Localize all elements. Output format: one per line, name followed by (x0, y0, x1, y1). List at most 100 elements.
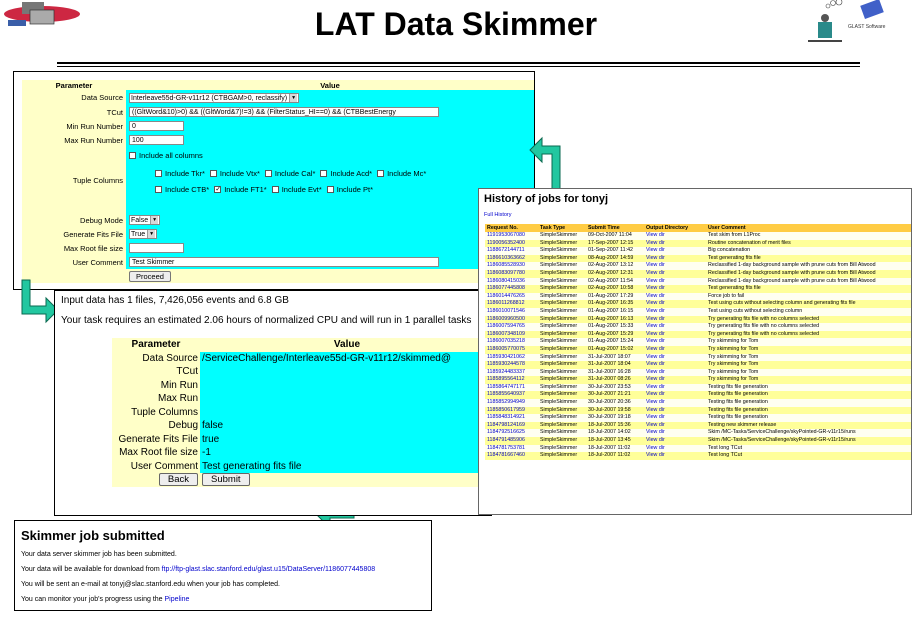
request-no-link[interactable]: 1185930421062 (485, 353, 538, 362)
request-no-link[interactable]: 1186083097780 (485, 269, 538, 278)
request-no-link[interactable]: 1185850617959 (485, 406, 538, 415)
tuple-row-2: Include CTB* ✓Include FT1* Include Evt* … (129, 183, 531, 195)
request-no-link[interactable]: 1184798124169 (485, 421, 538, 430)
col-output-directory[interactable]: Output Directory (644, 224, 706, 232)
submit-button[interactable]: Submit (202, 473, 250, 487)
request-no-link[interactable]: 1184792516625 (485, 429, 538, 438)
proceed-button[interactable]: Proceed (129, 270, 171, 282)
include-ft1-checkbox[interactable]: ✓ (214, 186, 222, 194)
request-no-link[interactable]: 1185924483337 (485, 368, 538, 377)
view-dir-link[interactable]: View dir (644, 338, 706, 346)
col-user-comment[interactable]: User Comment (706, 224, 911, 232)
request-no-link[interactable]: 1186010071546 (485, 307, 538, 316)
full-history-link[interactable]: Full History (484, 212, 512, 218)
request-no-link[interactable]: 1186014476265 (485, 292, 538, 301)
col-submit-time[interactable]: Submit Time (586, 224, 644, 232)
request-no-link[interactable]: 1184781667460 (485, 452, 538, 460)
request-no-link[interactable]: 1186610363662 (485, 254, 538, 263)
generate-fits-select[interactable]: True▼ (129, 229, 158, 239)
col-request-no[interactable]: Request No. (485, 224, 538, 232)
view-dir-link[interactable]: View dir (644, 232, 706, 240)
view-dir-link[interactable]: View dir (644, 307, 706, 316)
include-acd-checkbox[interactable] (320, 170, 328, 178)
request-no-link[interactable]: 1186009960500 (485, 315, 538, 324)
view-dir-link[interactable]: View dir (644, 444, 706, 453)
request-no-link[interactable]: 1188672144711 (485, 247, 538, 255)
view-dir-link[interactable]: View dir (644, 414, 706, 422)
view-dir-link[interactable]: View dir (644, 345, 706, 354)
include-mc-checkbox[interactable] (377, 170, 385, 178)
request-no-link[interactable]: 1186011268812 (485, 300, 538, 308)
request-no-link[interactable]: 1185852994949 (485, 399, 538, 407)
include-tkr-checkbox[interactable] (155, 170, 162, 178)
min-run-input[interactable]: 0 (129, 121, 184, 131)
request-no-link[interactable]: 1186007035218 (485, 338, 538, 346)
view-dir-link[interactable]: View dir (644, 300, 706, 308)
tcut-input[interactable]: ((GltWord&10)>0) && ((GltWord&7)!=3) && … (129, 107, 439, 117)
back-button[interactable]: Back (158, 473, 198, 487)
view-dir-link[interactable]: View dir (644, 391, 706, 400)
request-no-link[interactable]: 1185895564112 (485, 376, 538, 384)
view-dir-link[interactable]: View dir (644, 285, 706, 293)
view-dir-link[interactable]: View dir (644, 368, 706, 377)
request-no-link[interactable]: 1184791485906 (485, 437, 538, 445)
view-dir-link[interactable]: View dir (644, 315, 706, 324)
view-dir-link[interactable]: View dir (644, 254, 706, 263)
view-dir-link[interactable]: View dir (644, 239, 706, 248)
max-run-input[interactable]: 100 (129, 135, 184, 145)
include-cal-checkbox[interactable] (264, 170, 272, 178)
skimmer-form-panel: Parameter Value Data Source Interleave55… (13, 71, 535, 290)
pipeline-link[interactable]: Pipeline (164, 596, 190, 603)
title-rule-thin (57, 66, 860, 67)
max-root-size-input[interactable] (129, 243, 184, 253)
view-dir-link[interactable]: View dir (644, 353, 706, 362)
request-no-link[interactable]: 1185864747171 (485, 383, 538, 392)
request-no-link[interactable]: 1191953067080 (485, 232, 538, 240)
request-no-link[interactable]: 1186007348109 (485, 330, 538, 339)
download-link[interactable]: ftp://ftp-glast.slac.stanford.edu/glast.… (161, 566, 376, 573)
request-no-link[interactable]: 1185930244578 (485, 361, 538, 369)
view-dir-link[interactable]: View dir (644, 421, 706, 430)
user-comment-input[interactable]: Test Skimmer (129, 257, 439, 267)
request-no-link[interactable]: 1190056352400 (485, 239, 538, 248)
user-comment-cell: Big concatenation (706, 247, 911, 255)
view-dir-link[interactable]: View dir (644, 361, 706, 369)
view-dir-link[interactable]: View dir (644, 262, 706, 270)
request-no-link[interactable]: 1186077445808 (485, 285, 538, 293)
include-ctb-checkbox[interactable] (155, 186, 162, 194)
submit-time-cell: 01-Aug-2007 15:24 (586, 338, 644, 346)
request-no-link[interactable]: 1186007594765 (485, 323, 538, 331)
view-dir-link[interactable]: View dir (644, 323, 706, 331)
view-dir-link[interactable]: View dir (644, 247, 706, 255)
include-evt-checkbox[interactable] (271, 186, 279, 194)
include-vtx-checkbox[interactable] (209, 170, 217, 178)
view-dir-link[interactable]: View dir (644, 429, 706, 438)
include-all-checkbox[interactable] (129, 151, 136, 159)
view-dir-link[interactable]: View dir (644, 399, 706, 407)
view-dir-link[interactable]: View dir (644, 277, 706, 286)
view-dir-link[interactable]: View dir (644, 437, 706, 445)
request-no-link[interactable]: 1185848314921 (485, 414, 538, 422)
view-dir-link[interactable]: View dir (644, 292, 706, 301)
user-comment-cell: Try generating fits file with no columns… (706, 330, 911, 339)
include-pt-checkbox[interactable] (326, 186, 334, 194)
view-dir-link[interactable]: View dir (644, 330, 706, 339)
request-no-link[interactable]: 1185855640937 (485, 391, 538, 400)
view-dir-link[interactable]: View dir (644, 269, 706, 278)
col-task-type[interactable]: Task Type (538, 224, 586, 232)
view-dir-link[interactable]: View dir (644, 383, 706, 392)
data-source-select[interactable]: Interleave55d-GR-v11r12 (CTBGAM>0, recla… (129, 92, 300, 103)
request-no-link[interactable]: 1186080415036 (485, 277, 538, 286)
request-no-link[interactable]: 1184781753781 (485, 444, 538, 453)
download-message: Your data will be available for download… (21, 566, 375, 573)
view-dir-link[interactable]: View dir (644, 406, 706, 415)
view-dir-link[interactable]: View dir (644, 376, 706, 384)
request-no-link[interactable]: 1186005770075 (485, 345, 538, 354)
request-no-link[interactable]: 1186085528930 (485, 262, 538, 270)
view-dir-link[interactable]: View dir (644, 452, 706, 460)
user-comment-cell: Test using cuts without selecting column… (706, 300, 911, 308)
debug-mode-select[interactable]: False▼ (129, 215, 161, 225)
user-comment-cell: Test generating fits file (706, 254, 911, 263)
